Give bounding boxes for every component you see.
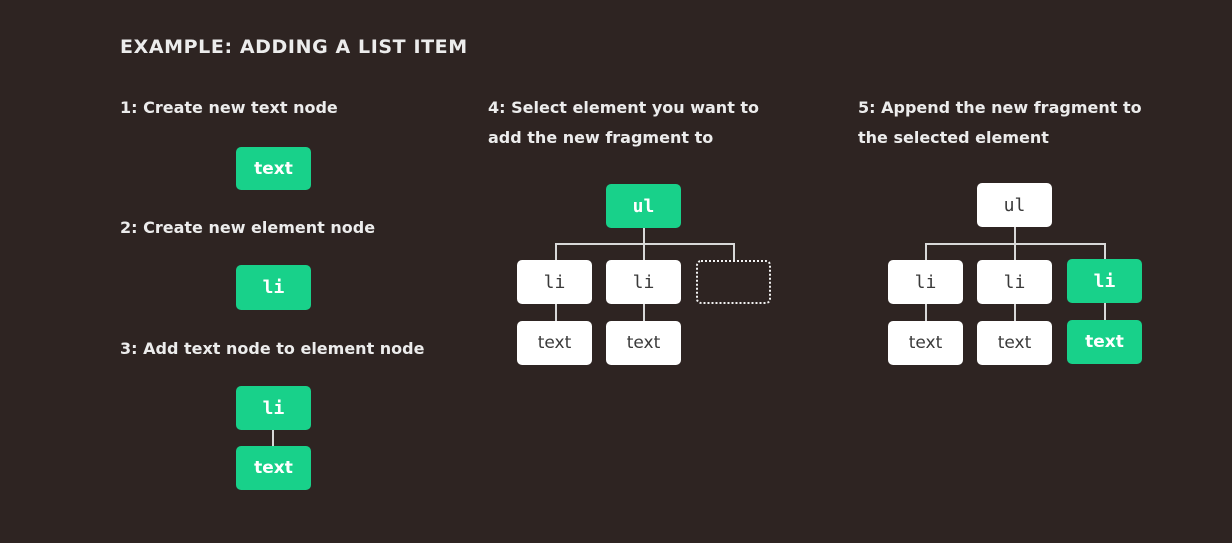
step-2-label: 2: Create new element node xyxy=(120,218,376,237)
col5-leaf-connector-2 xyxy=(1014,303,1016,322)
col4-leaf-connector-2 xyxy=(643,303,645,322)
step3-connector xyxy=(272,428,274,448)
col4-root-connector xyxy=(643,227,645,244)
col5-li-node-1: li xyxy=(888,260,963,304)
col5-ul-node: ul xyxy=(977,183,1052,227)
col4-text-node-1: text xyxy=(517,321,592,365)
col5-root-connector xyxy=(1014,226,1016,244)
col5-branch-3 xyxy=(1104,243,1106,261)
step-4-label-line-2: add the new fragment to xyxy=(488,128,714,147)
col4-leaf-connector-1 xyxy=(555,303,557,322)
step-4-label-line-1: 4: Select element you want to xyxy=(488,98,760,117)
col5-leaf-connector-3 xyxy=(1104,301,1106,321)
step3-li-node: li xyxy=(236,386,311,430)
col5-leaf-connector-1 xyxy=(925,303,927,322)
col5-new-text-node: text xyxy=(1067,320,1142,364)
col4-text-node-2: text xyxy=(606,321,681,365)
step2-li-node: li xyxy=(236,265,311,310)
col4-li-node-2: li xyxy=(606,260,681,304)
col4-branch-3 xyxy=(733,243,735,261)
col4-empty-slot xyxy=(696,260,771,304)
col4-li-node-1: li xyxy=(517,260,592,304)
step-5-label-line-2: the selected element xyxy=(858,128,1049,147)
col5-li-node-2: li xyxy=(977,260,1052,304)
step1-text-node: text xyxy=(236,147,311,190)
col4-branch-1 xyxy=(555,243,557,261)
col4-branch-2 xyxy=(643,243,645,261)
step-1-label: 1: Create new text node xyxy=(120,98,338,117)
col5-text-node-1: text xyxy=(888,321,963,365)
col4-ul-node: ul xyxy=(606,184,681,228)
diagram-title: EXAMPLE: ADDING A LIST ITEM xyxy=(120,36,468,58)
col5-branch-2 xyxy=(1014,243,1016,261)
col5-branch-1 xyxy=(925,243,927,261)
step-5-label-line-1: 5: Append the new fragment to xyxy=(858,98,1142,117)
col5-text-node-2: text xyxy=(977,321,1052,365)
step3-text-node: text xyxy=(236,446,311,490)
step-3-label: 3: Add text node to element node xyxy=(120,339,425,358)
col5-new-li-node: li xyxy=(1067,259,1142,303)
